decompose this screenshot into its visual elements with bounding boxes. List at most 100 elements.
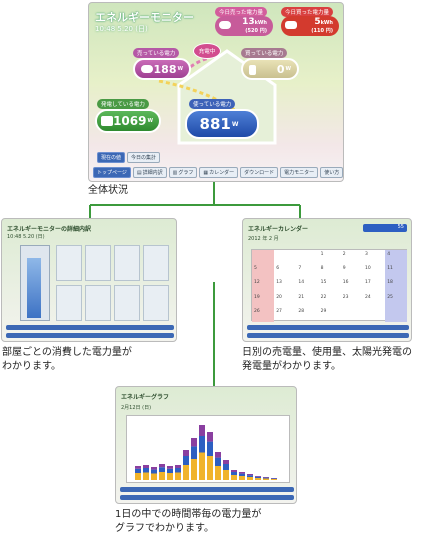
hour-bar-segment: [183, 465, 189, 480]
wallet-icon: [285, 21, 297, 29]
nav-graph[interactable]: ▥グラフ: [168, 167, 198, 178]
room-card: [85, 245, 111, 281]
calendar-day[interactable]: 4: [387, 252, 391, 257]
calendar-day[interactable]: 14: [298, 280, 305, 286]
room-card: [143, 245, 169, 281]
calendar-title: エネルギーカレンダー: [248, 226, 309, 233]
piggy-bank-icon: [219, 21, 231, 29]
calendar-day[interactable]: 29: [320, 308, 327, 314]
room-grid: [56, 245, 170, 321]
graph-area: [126, 415, 290, 483]
hour-bar-segment: [167, 468, 173, 473]
nav-detail[interactable]: ▤詳細内訳: [132, 167, 167, 178]
detail-title: エネルギーモニターの詳細内訳: [7, 226, 92, 233]
calendar-day[interactable]: 6: [276, 266, 280, 272]
generating-value: 1069: [113, 114, 147, 128]
selling-unit: W: [177, 66, 183, 72]
room-card: [56, 245, 82, 281]
calendar-month: 2012 年 2 月: [248, 236, 279, 242]
graph-title: エネルギーグラフ: [121, 394, 170, 401]
piggy-bank-icon: [141, 65, 153, 73]
calendar-day[interactable]: 8: [320, 266, 324, 272]
hour-bar-segment: [175, 468, 181, 473]
today-sold-widget: 今日売った電力量 13kWh (520 円): [215, 7, 273, 37]
nav-download[interactable]: ダウンロード: [240, 167, 279, 178]
using-label: 使っている電力: [189, 99, 236, 109]
energy-monitor-overview: エネルギーモニター 10:48 5.20 (日) 今日売った電力量 13kWh …: [88, 2, 344, 182]
calendar-day[interactable]: 23: [342, 294, 349, 300]
calendar-day[interactable]: 22: [320, 294, 327, 300]
tab-today-total[interactable]: 今日の集計: [127, 152, 161, 163]
calendar-day[interactable]: 11: [387, 266, 393, 272]
solar-panel-icon: [101, 116, 113, 126]
graph-screen-thumbnail[interactable]: エネルギーグラフ 2月12日 (日): [115, 386, 297, 504]
hour-bar-segment: [159, 467, 165, 472]
nav-calendar-label: カレンダー: [209, 170, 235, 176]
calendar-day[interactable]: 21: [298, 294, 305, 300]
hour-bar-segment: [199, 436, 205, 453]
today-sold-value: 13: [242, 16, 255, 27]
calendar-icon: ▦: [203, 169, 209, 176]
calendar-day[interactable]: 15: [320, 280, 327, 286]
calendar-day[interactable]: 17: [365, 280, 371, 286]
calendar-day[interactable]: 28: [298, 308, 305, 314]
detail-nav-bar: [6, 325, 174, 330]
total-meter-bar: [27, 258, 41, 318]
hour-bar-segment: [247, 474, 253, 476]
battery-icon: [249, 65, 256, 75]
nav-how-to-use[interactable]: 使い方: [320, 167, 343, 178]
nav-calendar[interactable]: ▦カレンダー: [199, 167, 239, 178]
calendar-day[interactable]: 18: [387, 280, 393, 286]
calendar-day[interactable]: 26: [254, 308, 260, 314]
hour-bar-segment: [167, 473, 173, 480]
graph-caption-line2: グラフでわかります。: [115, 523, 214, 534]
tab-current-value[interactable]: 現在の値: [97, 152, 126, 163]
using-unit: W: [231, 120, 239, 128]
calendar-day[interactable]: 3: [365, 252, 368, 257]
calendar-caption-line2: 発電量がわかります。: [242, 361, 341, 372]
calendar-day[interactable]: 7: [298, 266, 302, 272]
hour-bar-segment: [143, 468, 149, 473]
hour-bar-segment: [191, 459, 197, 480]
calendar-day[interactable]: 5: [254, 266, 257, 272]
buying-unit: W: [285, 66, 291, 72]
using-value: 881: [199, 115, 231, 133]
calendar-day[interactable]: 13: [276, 280, 282, 286]
calendar-day[interactable]: 16: [342, 280, 349, 286]
graph-nav-bar: [120, 495, 294, 500]
hour-bar-segment: [159, 472, 165, 480]
calendar-day[interactable]: 12: [254, 280, 260, 286]
hour-bar-segment: [215, 466, 221, 480]
today-bought-yen: (110 円): [311, 27, 333, 34]
buying-value: 0: [276, 62, 285, 76]
calendar-day[interactable]: 9: [342, 266, 346, 272]
nav-power-monitor[interactable]: 電力モニター: [280, 167, 319, 178]
calendar-caption-line1: 日別の売電量、使用量、太陽光発電の: [242, 347, 412, 358]
today-bought-widget: 今日買った電力量 5kWh (110 円): [281, 7, 339, 37]
hour-bar-segment: [223, 470, 229, 480]
calendar-day[interactable]: 25: [387, 294, 393, 300]
hour-bar-segment: [207, 456, 213, 480]
hour-bar-segment: [207, 441, 213, 456]
detail-screen-thumbnail[interactable]: エネルギーモニターの詳細内訳 10:48 5.20 (日): [1, 218, 177, 342]
hour-bar-segment: [215, 452, 221, 458]
graph-bars: [135, 425, 277, 480]
room-card: [114, 285, 140, 321]
calendar-day[interactable]: 24: [365, 294, 371, 300]
calendar-day[interactable]: 2: [342, 252, 346, 257]
generating-unit: W: [147, 118, 153, 124]
nav-top-page[interactable]: トップページ: [93, 167, 131, 178]
graph-caption-line1: 1日の中での時間帯毎の電力量が: [115, 509, 262, 520]
detail-nav-bar: [6, 333, 174, 338]
calendar-day[interactable]: 1: [320, 252, 324, 257]
calendar-caption: 日別の売電量、使用量、太陽光発電の 発電量がわかります。: [242, 346, 412, 374]
calendar-day[interactable]: 19: [254, 294, 260, 300]
calendar-day[interactable]: 27: [276, 308, 282, 314]
today-sold-unit: kWh: [254, 19, 267, 26]
calendar-day[interactable]: 20: [276, 294, 282, 300]
calendar-day[interactable]: 10: [365, 266, 371, 272]
nav-detail-label: 詳細内訳: [142, 170, 163, 176]
